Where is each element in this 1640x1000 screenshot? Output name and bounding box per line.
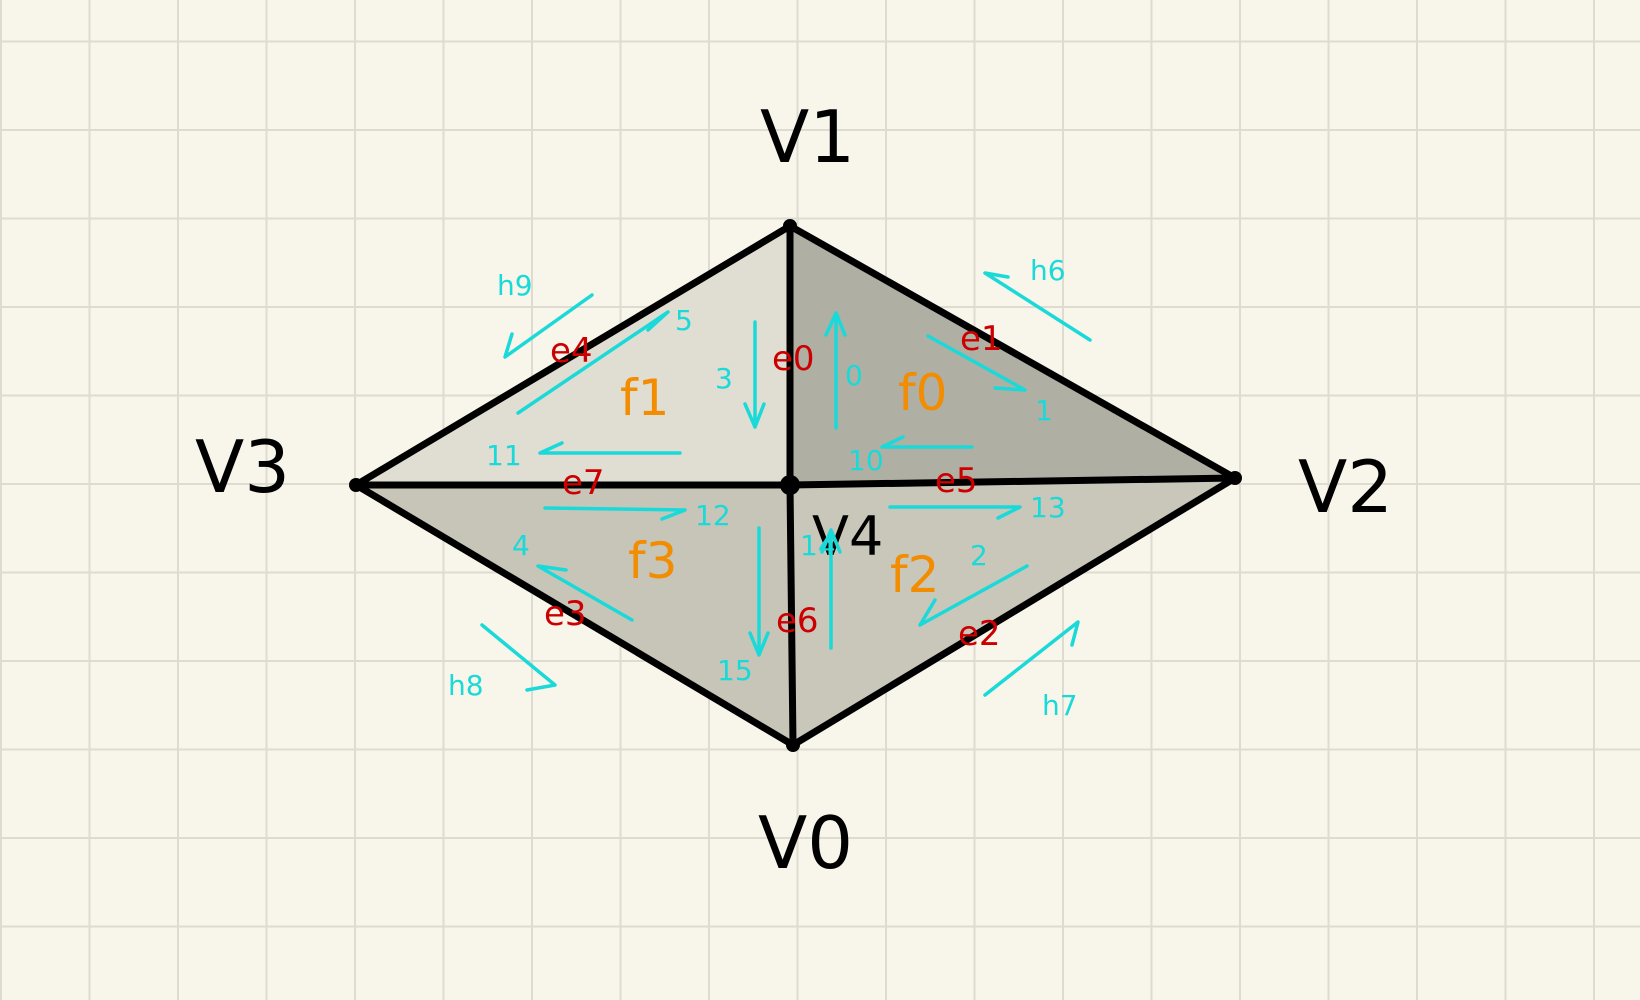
halfedge-arrow-h6 (983, 271, 1092, 342)
edge-e1 (786, 222, 1239, 482)
halfedge-label-h9: h9 (497, 269, 533, 302)
halfedge-label-h1: 1 (1035, 394, 1053, 427)
vertex-label-v2: V2 (1298, 445, 1393, 529)
halfedge-arrow-h8 (480, 623, 557, 692)
edge-label-e6: e6 (776, 601, 819, 641)
vertex-dot-v2 (1228, 471, 1242, 485)
edge-e3 (352, 481, 797, 749)
halfedge-label-h14: 14 (800, 529, 836, 562)
halfedge-label-h0: 0 (845, 359, 863, 392)
vertex-label-v0: V0 (758, 801, 853, 885)
vertex-dot-v4 (780, 475, 800, 495)
edge-label-e1: e1 (960, 319, 1003, 359)
vertex-dot-v0 (786, 738, 800, 752)
vertex-dot-v3 (349, 478, 363, 492)
edge-label-e5: e5 (935, 461, 978, 501)
halfedge-arrow-h7 (983, 620, 1080, 697)
halfedge-arrow-h5 (516, 310, 670, 415)
halfedge-label-h3: 3 (715, 362, 733, 395)
face-label-f2: f2 (890, 546, 939, 604)
edge-e6 (786, 481, 797, 749)
halfedge-label-h15: 15 (717, 654, 753, 687)
halfedge-label-h8: h8 (448, 669, 484, 702)
halfedge-arrow-h14 (820, 528, 842, 650)
edge-e4 (352, 222, 794, 489)
halfedge-label-h13: 13 (1030, 491, 1066, 524)
face-label-f0: f0 (898, 364, 947, 422)
edge-e2 (789, 474, 1239, 749)
halfedge-label-h10: 10 (848, 444, 884, 477)
halfedge-label-h12: 12 (695, 499, 731, 532)
halfedge-arrow-h2 (918, 564, 1029, 627)
edge-label-e2: e2 (958, 614, 1001, 654)
halfedge-arrow-h1 (926, 334, 1027, 392)
halfedge-arrow-h4 (536, 564, 634, 622)
halfedge-arrow-h12 (543, 506, 687, 521)
halfedge-label-h7: h7 (1042, 689, 1078, 722)
halfedge-arrow-h13 (888, 505, 1022, 520)
halfedge-arrow-h0 (824, 311, 847, 430)
halfedge-arrow-h9 (503, 293, 594, 359)
vertex-label-v4: V4 (812, 505, 883, 568)
vertex-label-v3: V3 (195, 425, 290, 509)
vertex-label-v1: V1 (760, 95, 855, 179)
halfedge-arrow-h11 (538, 441, 682, 455)
edge-label-e3: e3 (544, 594, 587, 634)
edge-label-e4: e4 (550, 331, 593, 371)
halfedge-arrow-h15 (748, 526, 770, 657)
edge-label-e7: e7 (562, 463, 605, 503)
vertex-dot-v1 (783, 219, 797, 233)
halfedge-label-h5: 5 (675, 304, 693, 337)
halfedge-label-h11: 11 (486, 439, 522, 472)
edge-label-e0: e0 (772, 339, 815, 379)
halfedge-label-h4: 4 (512, 529, 530, 562)
edge-e5 (786, 474, 1239, 489)
halfedge-arrow-h3 (743, 320, 766, 429)
halfedge-label-h6: h6 (1030, 254, 1066, 287)
face-label-f3: f3 (628, 532, 677, 590)
halfedge-arrow-h10 (880, 435, 974, 449)
halfedge-label-h2: 2 (970, 539, 988, 572)
face-label-f1: f1 (620, 369, 669, 427)
